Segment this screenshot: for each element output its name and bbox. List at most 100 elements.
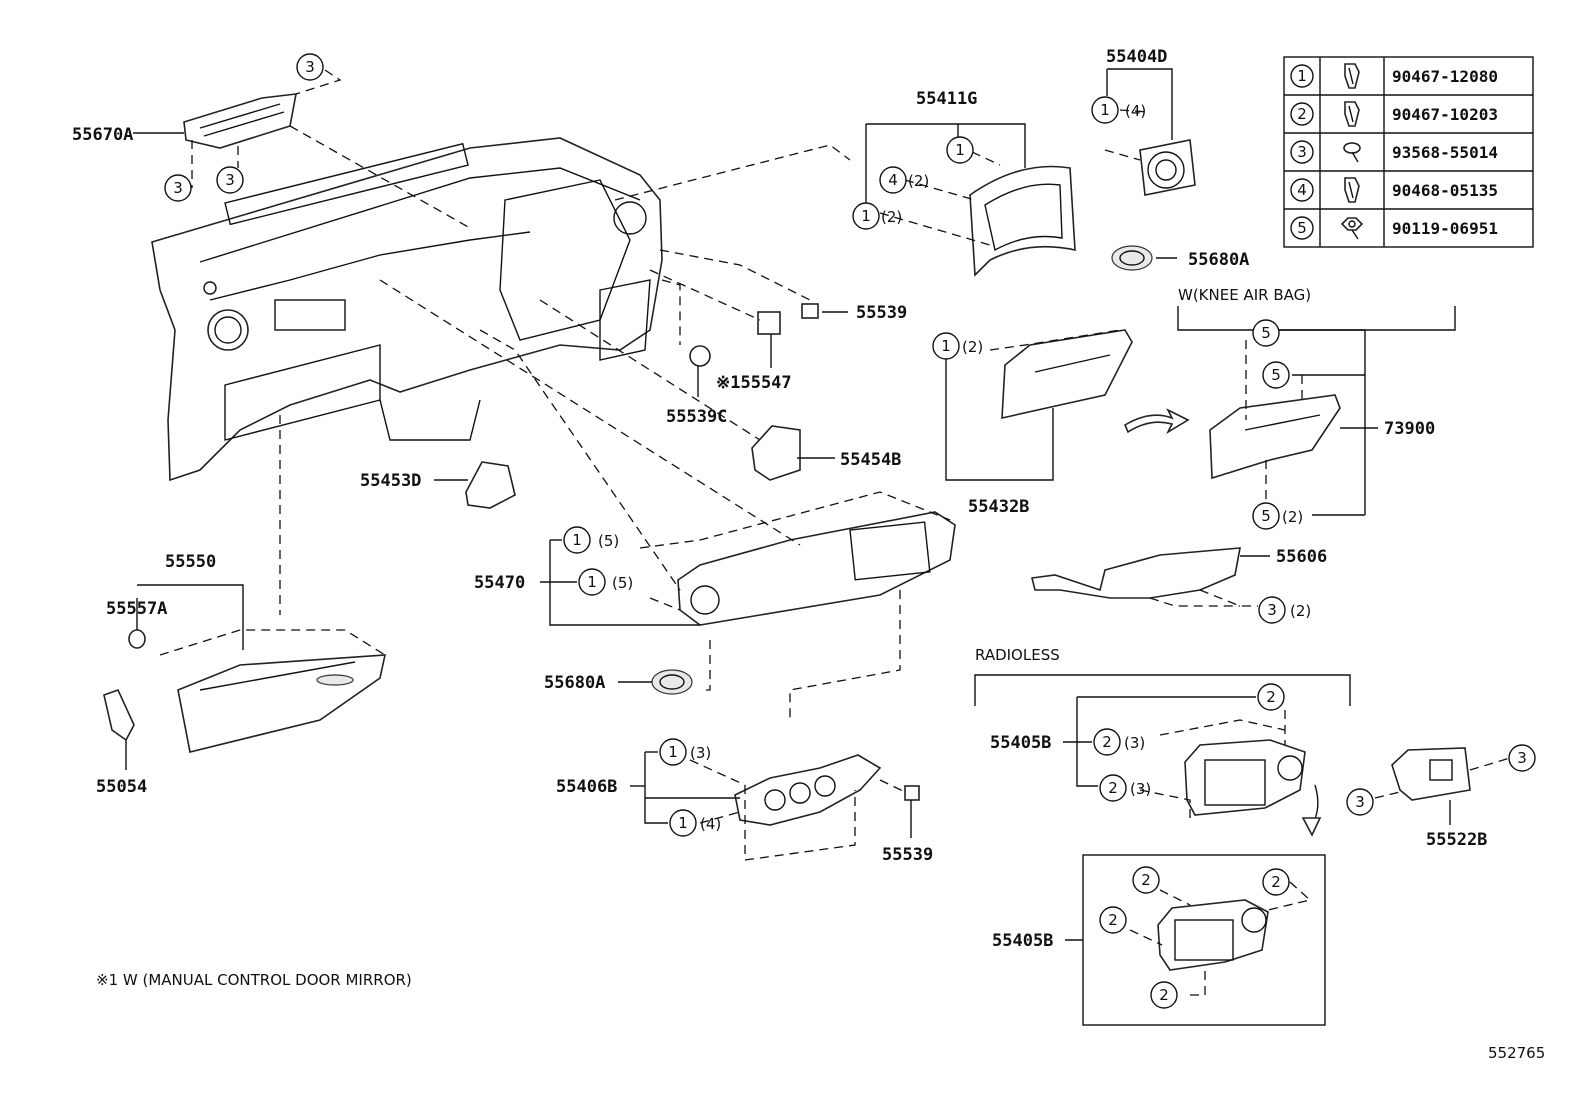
- ref-circle: 2: [1093, 728, 1121, 756]
- ref-circle: 5: [1252, 502, 1280, 530]
- svg-text:1: 1: [941, 337, 951, 355]
- svg-text:3: 3: [305, 58, 315, 76]
- qty-label: (2): [962, 338, 983, 356]
- svg-text:5: 5: [1261, 507, 1271, 525]
- switch-panel-drawing: [734, 754, 882, 826]
- callout-55454b[interactable]: 55454B: [840, 450, 901, 470]
- qty-label: (5): [612, 574, 633, 592]
- svg-text:1: 1: [955, 141, 965, 159]
- callout-55670a[interactable]: 55670A: [72, 125, 133, 145]
- callout-55680a-top[interactable]: 55680A: [1188, 250, 1249, 270]
- table-row: 2 90467-10203: [1290, 101, 1498, 127]
- glove-box-drawing: [177, 654, 387, 753]
- svg-text:2: 2: [1108, 911, 1118, 929]
- callout-55550[interactable]: 55550: [165, 552, 216, 572]
- qty-label: (3): [1130, 780, 1151, 798]
- ref-circle: 5: [1252, 319, 1280, 347]
- side-vent-drawing: [183, 93, 297, 149]
- table-part-no: 90467-10203: [1392, 105, 1498, 124]
- leader-lines: [125, 68, 1511, 1026]
- callout-73900[interactable]: 73900: [1384, 419, 1435, 439]
- svg-text:4: 4: [888, 171, 898, 189]
- table-part-no: 90119-06951: [1392, 219, 1498, 238]
- fastener-ref-circles: 3 3 3 1 (4) 1 4 (2) 1 (2) 1 (2) 5 5 5 (2…: [164, 53, 1536, 1009]
- bracket-55606-drawing: [1031, 547, 1241, 599]
- lamp-55557a-drawing: [128, 629, 146, 649]
- ref-circle: 1: [563, 526, 591, 554]
- qty-label: (4): [700, 815, 721, 833]
- callout-55557a[interactable]: 55557A: [106, 599, 167, 619]
- ref-circle: 3: [1346, 788, 1374, 816]
- svg-text:2: 2: [1266, 688, 1276, 706]
- ref-circle: 3: [1258, 596, 1286, 624]
- callout-55606[interactable]: 55606: [1276, 547, 1327, 567]
- svg-text:3: 3: [1517, 749, 1527, 767]
- callout-55406b[interactable]: 55406B: [556, 777, 617, 797]
- svg-text:5: 5: [1271, 366, 1281, 384]
- qty-label: (5): [598, 532, 619, 550]
- table-row: 5 90119-06951: [1290, 216, 1498, 240]
- callout-55539c[interactable]: 55539C: [666, 407, 727, 427]
- register-mid-drawing: [651, 669, 693, 695]
- table-row: 1 90467-12080: [1290, 63, 1498, 89]
- callout-55432b[interactable]: 55432B: [968, 497, 1029, 517]
- register-top-drawing: [1111, 245, 1153, 271]
- switch-155547-drawing: [757, 311, 781, 335]
- svg-text:1: 1: [572, 531, 582, 549]
- arrow-icon: [1123, 408, 1190, 435]
- svg-text:3: 3: [1297, 143, 1307, 161]
- svg-text:1: 1: [1297, 67, 1307, 85]
- svg-text:1: 1: [587, 573, 597, 591]
- callout-55405b-b[interactable]: 55405B: [992, 931, 1053, 951]
- callout-55054[interactable]: 55054: [96, 777, 147, 797]
- block-55454b-drawing: [751, 425, 801, 481]
- bracket-radioless: [974, 674, 1351, 706]
- callout-55539-bottom[interactable]: 55539: [882, 845, 933, 865]
- lower-panel-drawing: [1001, 329, 1133, 420]
- radio-panel-a-drawing: [1184, 739, 1306, 816]
- callout-55453d[interactable]: 55453D: [360, 471, 421, 491]
- ref-circle: 1: [659, 738, 687, 766]
- qty-label: (2): [1282, 508, 1303, 526]
- svg-text:1: 1: [1100, 101, 1110, 119]
- radio-panel-b-drawing: [1157, 899, 1269, 971]
- ref-circle: 3: [164, 174, 192, 202]
- ref-circle: 3: [1508, 744, 1536, 772]
- callout-55404d[interactable]: 55404D: [1106, 47, 1167, 67]
- callout-55470[interactable]: 55470: [474, 573, 525, 593]
- callout-55539-top[interactable]: 55539: [856, 303, 907, 323]
- ref-circle: 1: [932, 332, 960, 360]
- callout-55405b-a[interactable]: 55405B: [990, 733, 1051, 753]
- callout-155547[interactable]: ※155547: [716, 373, 792, 393]
- svg-text:2: 2: [1141, 871, 1151, 889]
- svg-text:1: 1: [668, 743, 678, 761]
- center-vent-drawing: [1139, 139, 1196, 196]
- fastener-table: 1 90467-12080 2 90467-10203 3 93568-5501…: [1283, 56, 1534, 248]
- ref-circle: 2: [1099, 906, 1127, 934]
- bracket-knee-airbag: [1177, 306, 1456, 331]
- svg-text:3: 3: [173, 179, 183, 197]
- bolt-icon: [1340, 217, 1364, 240]
- ref-circle: 3: [216, 166, 244, 194]
- ref-circle: 2: [1150, 981, 1178, 1009]
- callout-55680a-mid[interactable]: 55680A: [544, 673, 605, 693]
- ref-circle: 1: [578, 568, 606, 596]
- callout-55411g[interactable]: 55411G: [916, 89, 977, 109]
- table-row: 3 93568-55014: [1290, 140, 1498, 164]
- part-callouts: 55670A 55404D 55411G 55680A 55539 ※15554…: [72, 47, 1487, 951]
- svg-text:5: 5: [1261, 324, 1271, 342]
- svg-text:2: 2: [1102, 733, 1112, 751]
- svg-text:2: 2: [1297, 105, 1307, 123]
- ref-circle: 4: [879, 166, 907, 194]
- svg-text:2: 2: [1108, 779, 1118, 797]
- ref-circle: 5: [1262, 361, 1290, 389]
- svg-text:1: 1: [861, 207, 871, 225]
- damper-55054-drawing: [103, 688, 135, 742]
- clip-icon: [1344, 177, 1360, 203]
- ref-circle: 1: [946, 136, 974, 164]
- callout-55522b[interactable]: 55522B: [1426, 830, 1487, 850]
- table-part-no: 93568-55014: [1392, 143, 1498, 162]
- clip-55539-top-drawing: [801, 303, 819, 319]
- center-cluster-drawing: [677, 511, 956, 626]
